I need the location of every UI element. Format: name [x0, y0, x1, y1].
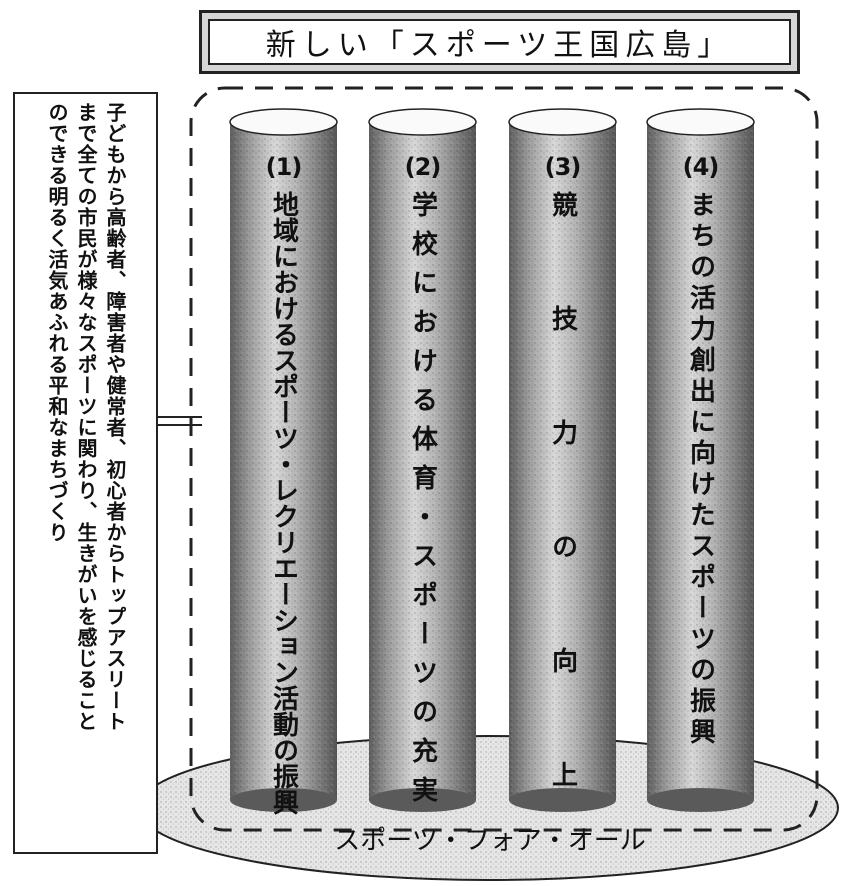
pillar-1-text: (1) 地域におけるスポーツ・レクリエーション活動の振興: [230, 155, 337, 815]
pillar-group-frame: [189, 86, 819, 832]
pillar-4-label: まちの活力創出に向けたスポーツの振興: [685, 191, 716, 749]
pillar-4-text: (4) まちの活力創出に向けたスポーツの振興: [647, 155, 754, 749]
base-label: スポーツ・フォア・オール: [334, 826, 646, 856]
pillar-3-number: (3): [544, 153, 582, 181]
connector-line-top: [158, 416, 202, 418]
side-text-line-1: 子どもから高齢者、障害者や健常者、初心者からトップアスリート: [103, 102, 127, 732]
pillar-3: [508, 108, 617, 812]
pillar-4: [646, 108, 755, 812]
pillar-1-number: (1): [265, 153, 303, 181]
diagram-title: 新しい「スポーツ王国広島」: [208, 19, 791, 65]
pillar-2-text: (2) 学校における体育・スポーツの充実: [369, 155, 476, 815]
pillar-2: [368, 108, 477, 812]
title-frame: 新しい「スポーツ王国広島」: [199, 10, 800, 74]
pillar-1-label: 地域におけるスポーツ・レクリエーション活動の振興: [268, 191, 299, 815]
side-description-box: 子どもから高齢者、障害者や健常者、初心者からトップアスリート まで全ての市民が様…: [13, 92, 158, 854]
pillar-1: [229, 108, 338, 812]
pillar-2-label: 学校における体育・スポーツの充実: [407, 191, 438, 815]
side-text-line-2: まで全ての市民が様々なスポーツに関わり、生きがいを感じること: [74, 102, 98, 732]
pillar-4-number: (4): [682, 153, 720, 181]
pillar-3-label: 競技力の向上: [547, 191, 578, 875]
pillar-3-text: (3) 競技力の向上: [509, 155, 616, 875]
pillar-2-number: (2): [404, 153, 442, 181]
side-text-line-3: のできる明るく活気あふれる平和なまちづくり: [45, 102, 69, 543]
connector-line-bottom: [158, 424, 202, 426]
